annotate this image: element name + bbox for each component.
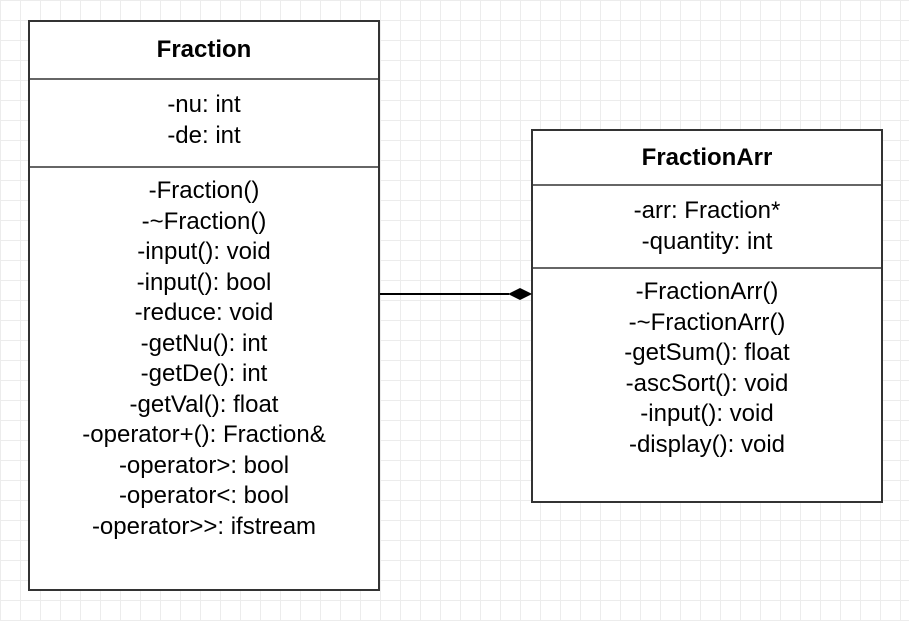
fractionarr-method: -FractionArr() xyxy=(635,278,779,305)
fractionarr-method: -getSum(): float xyxy=(624,339,790,366)
fractionarr-method: -input(): void xyxy=(640,400,774,427)
fraction-method: -input(): bool xyxy=(136,268,272,296)
fraction-method: -getVal(): float xyxy=(129,390,279,418)
fraction-attribute: -de: int xyxy=(167,121,241,149)
fraction-method: -reduce: void xyxy=(134,299,274,326)
fraction-method: -operator>>: ifstream xyxy=(91,512,317,540)
composition-diamond xyxy=(507,287,533,301)
fractionarr-method: -display(): void xyxy=(628,430,786,458)
fraction-method: -~Fraction() xyxy=(141,207,267,235)
fraction-method: -getDe(): int xyxy=(140,360,268,387)
fraction-method: -getNu(): int xyxy=(140,329,268,357)
fraction-method: -Fraction() xyxy=(148,177,260,204)
fraction-method: -operator>: bool xyxy=(118,451,290,479)
fractionarr-attribute: -arr: Fraction* xyxy=(633,197,781,224)
fractionarr-method: -~FractionArr() xyxy=(628,308,786,336)
fractionarr-attribute: -quantity: int xyxy=(641,227,773,255)
fractionarr-methods: -FractionArr() -~FractionArr() -getSum(): … xyxy=(533,269,881,460)
fraction-class-box[interactable]: Fraction -nu: int -de: int -Fraction() -~F… xyxy=(28,20,380,591)
fractionarr-method: -ascSort(): void xyxy=(625,369,789,397)
fraction-method: -operator+(): Fraction& xyxy=(82,421,326,448)
fractionarr-attributes: -arr: Fraction* -quantity: int xyxy=(533,186,881,269)
fraction-method: -input(): void xyxy=(137,238,271,265)
fractionarr-class-name: FractionArr xyxy=(533,131,881,186)
fraction-method: -operator<: bool xyxy=(118,482,290,509)
fraction-attribute: -nu: int xyxy=(167,91,241,118)
fraction-attributes: -nu: int -de: int xyxy=(30,80,378,168)
fractionarr-class-box[interactable]: FractionArr -arr: Fraction* -quantity: in… xyxy=(531,129,883,503)
fraction-class-name: Fraction xyxy=(30,22,378,80)
fraction-methods: -Fraction() -~Fraction() -input(): void -in… xyxy=(30,168,378,542)
